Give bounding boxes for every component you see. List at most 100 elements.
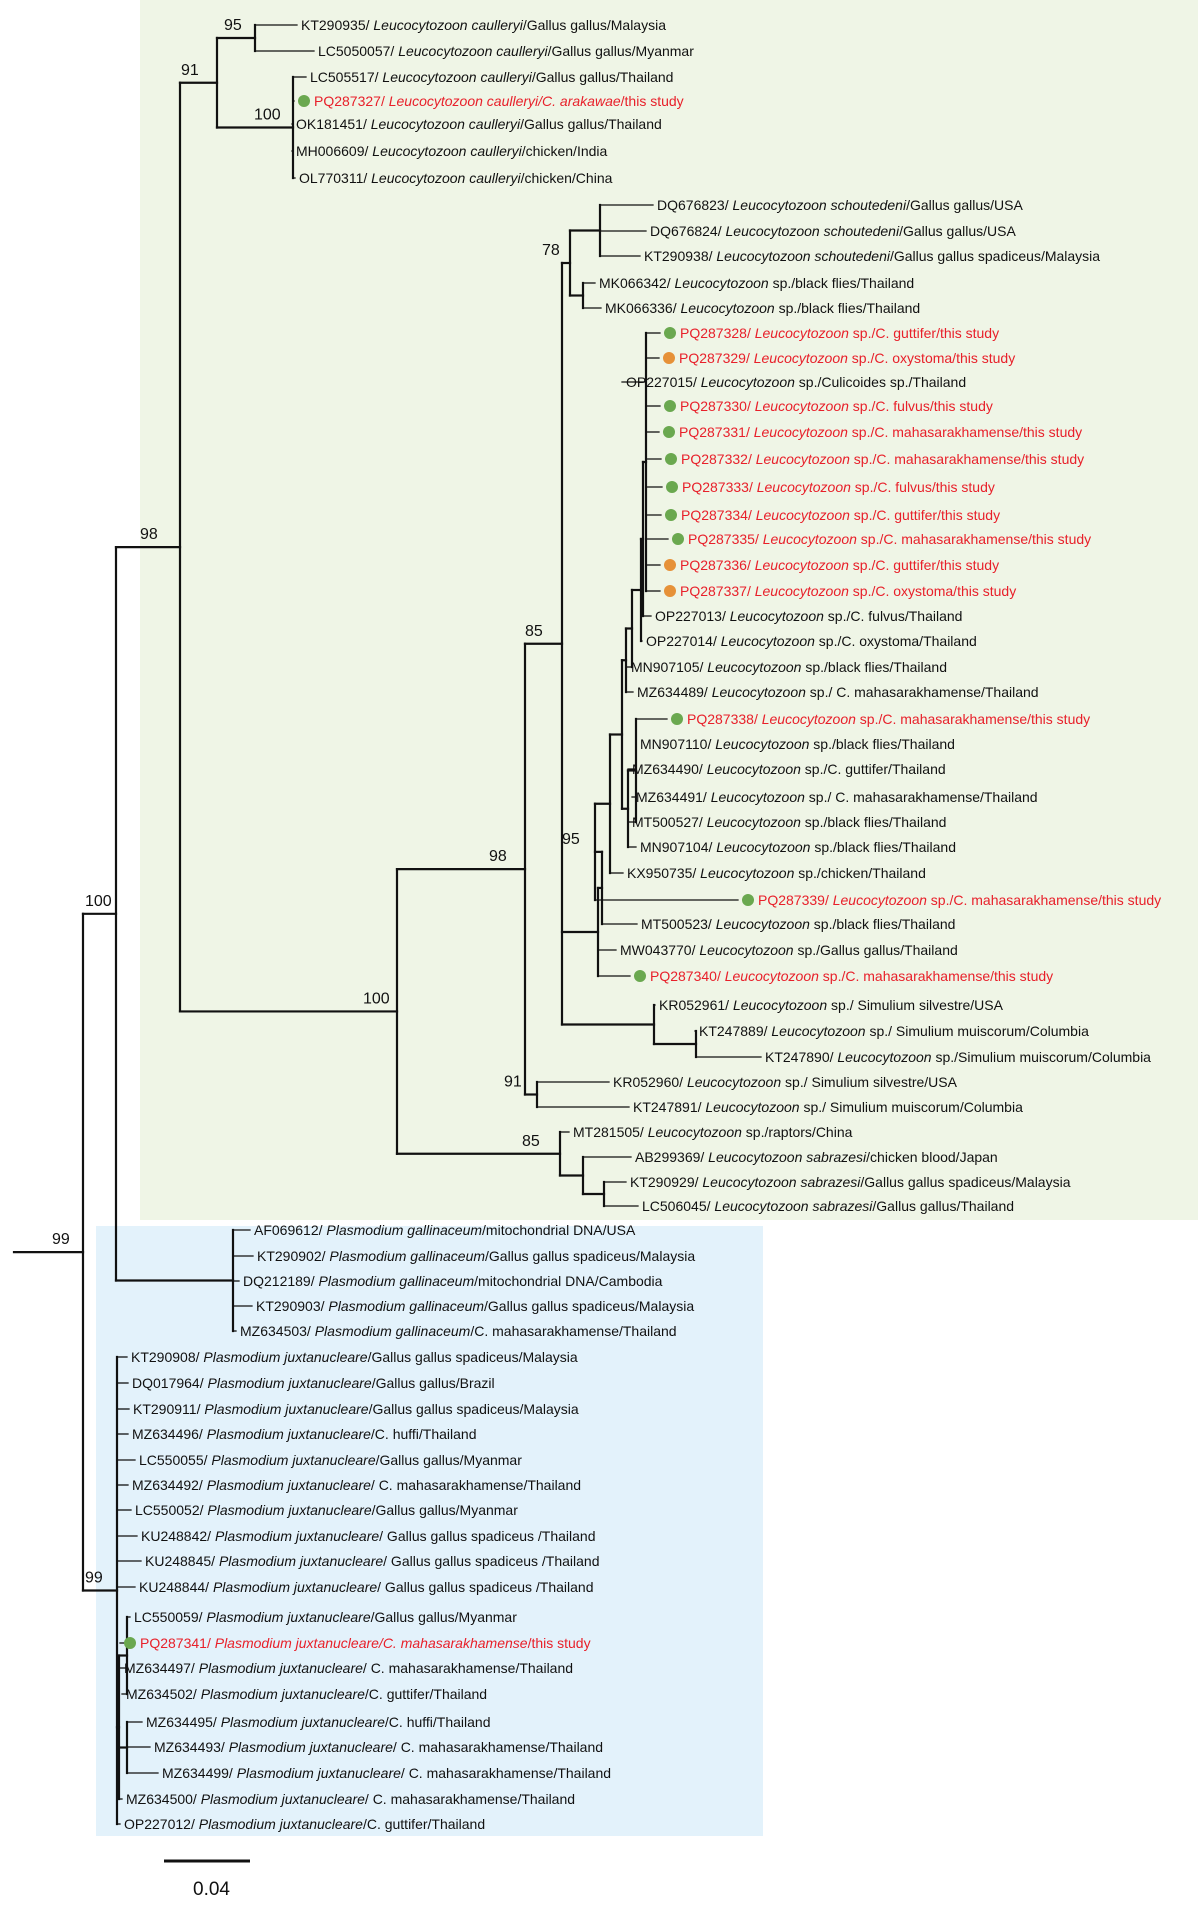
sample-marker-green [664,400,676,412]
sample-marker-green [634,970,646,982]
taxon-host-location: / Gallus gallus spadiceus /Thailand [383,1553,599,1569]
taxon-host-location: /Gallus gallus/USA [906,197,1023,213]
taxon-accession: PQ287327/ [314,93,389,109]
taxon-label: MH006609/ Leucocytozoon caulleryi/chicke… [296,143,608,159]
taxon-host-location: sp./ Simulium muiscorum/Columbia [800,1099,1023,1115]
taxon-accession: MT500527/ [632,814,707,830]
taxon-label: MK066336/ Leucocytozoon sp./black flies/… [605,300,920,316]
taxon-label: KX950735/ Leucocytozoon sp./chicken/Thai… [627,865,926,881]
taxon-label: MN907110/ Leucocytozoon sp./black flies/… [640,736,955,752]
taxon-host-location: sp./C. fulvus/this study [851,479,995,495]
taxon-accession: PQ287337/ [680,583,755,599]
taxon-host-location: /Gallus gallus/Myanmar [372,1502,519,1518]
taxon-host-location: /Gallus gallus spadiceus/Malaysia [860,1174,1070,1190]
taxon-label: PQ287336/ Leucocytozoon sp./C. guttifer/… [680,557,999,573]
taxon-host-location: /C. mahasarakhamense/Thailand [470,1323,676,1339]
sample-marker-green [742,894,754,906]
taxon-species: Leucocytozoon [711,789,805,805]
bootstrap-value: 91 [504,1074,522,1091]
taxon-accession: MK066342/ [599,275,675,291]
taxon-species: Plasmodium gallinaceum [328,1298,484,1314]
taxon-host-location: / C. mahasarakhamense/Thailand [371,1477,581,1493]
taxon-label: MW043770/ Leucocytozoon sp./Gallus gallu… [620,942,958,958]
taxon-label: MZ634496/ Plasmodium juxtanucleare/C. hu… [132,1426,477,1442]
scale-bar-label: 0.04 [193,1879,230,1900]
taxon-accession: DQ017964/ [132,1375,208,1391]
taxon-host-location: sp./black flies/Thailand [775,300,921,316]
taxon-species: Leucocytozoon caulleryi [373,17,523,33]
taxon-label: PQ287338/ Leucocytozoon sp./C. mahasarak… [687,711,1090,727]
taxon-host-location: / Gallus gallus spadiceus /Thailand [377,1579,593,1595]
taxon-label: LC550055/ Plasmodium juxtanucleare/Gallu… [139,1452,522,1468]
taxon-species: Leucocytozoon [681,300,775,316]
taxon-accession: KT247891/ [633,1099,705,1115]
taxon-label: MZ634492/ Plasmodium juxtanucleare/ C. m… [132,1477,581,1493]
taxon-host-location: sp./C. guttifer/this study [850,507,1000,523]
tree-branches [12,23,762,1826]
taxon-label: MN907105/ Leucocytozoon sp./black flies/… [631,659,947,675]
taxon-species: Plasmodium juxtanucleare [213,1579,377,1595]
taxon-accession: MH006609/ [296,143,372,159]
taxon-species: Leucocytozoon schoutedeni [726,223,900,239]
taxon-host-location: sp./C. oxystoma/this study [849,583,1016,599]
taxon-accession: AF069612/ [254,1222,326,1238]
taxon-species: Leucocytozoon [755,557,849,573]
taxon-host-location: /Gallus gallus/USA [899,223,1016,239]
taxon-species: Leucocytozoon caulleryi [371,170,521,186]
taxon-accession: PQ287340/ [650,968,725,984]
sample-marker-green [665,453,677,465]
bootstrap-value: 100 [363,990,390,1007]
plasmodium-clade-background [96,1226,763,1836]
taxon-species: Leucocytozoon [716,916,810,932]
taxon-host-location: sp./C. mahasarakhamense/this study [927,892,1161,908]
taxon-label: MN907104/ Leucocytozoon sp./black flies/… [640,839,956,855]
taxon-host-location: sp./black flies/Thailand [809,736,955,752]
taxon-host-location: sp./C. mahasarakhamense/this study [848,424,1082,440]
taxon-host-location: sp./ C. mahasarakhamense/Thailand [805,789,1038,805]
taxon-host-location: /Gallus gallus/Malaysia [523,17,666,33]
taxon-accession: KR052960/ [613,1074,687,1090]
taxon-label: DQ676823/ Leucocytozoon schoutedeni/Gall… [657,197,1023,213]
taxon-host-location: /C. huffi/Thailand [385,1714,491,1730]
taxon-species: Plasmodium juxtanucleare [208,1375,372,1391]
taxon-species: Leucocytozoon sabrazesi [714,1198,873,1214]
taxon-host-location: sp./Gallus gallus/Thailand [794,942,958,958]
taxon-accession: PQ287330/ [680,398,755,414]
taxon-label: LC505517/ Leucocytozoon caulleryi/Gallus… [310,69,673,85]
taxon-label: KT247890/ Leucocytozoon sp./Simulium mui… [765,1049,1151,1065]
taxon-accession: PQ287334/ [681,507,756,523]
taxon-accession: MZ634496/ [132,1426,207,1442]
taxon-species: Plasmodium juxtanucleare [204,1401,368,1417]
taxon-accession: MZ634500/ [126,1791,201,1807]
taxon-accession: PQ287333/ [682,479,757,495]
taxon-accession: KT290938/ [644,248,716,264]
taxon-accession: KT290935/ [301,17,373,33]
taxon-label: MZ634491/ Leucocytozoon sp./ C. mahasara… [636,789,1038,805]
taxon-host-location: sp./black flies/Thailand [801,814,947,830]
taxon-species: Leucocytozoon [733,997,827,1013]
taxon-label: KT290903/ Plasmodium gallinaceum/Gallus … [256,1298,694,1314]
taxon-species: Plasmodium juxtanucleare [206,1609,370,1625]
taxon-accession: PQ287338/ [687,711,762,727]
taxon-accession: MZ634503/ [240,1323,315,1339]
taxon-species: Plasmodium juxtanucleare [207,1502,371,1518]
taxon-label: OP227014/ Leucocytozoon sp./C. oxystoma/… [646,633,977,649]
taxon-host-location: sp./ Simulium silvestre/USA [781,1074,957,1090]
taxon-species: Plasmodium juxtanucleare [199,1816,363,1832]
taxon-species: Plasmodium juxtanucleare [207,1477,371,1493]
taxon-host-location: /Gallus gallus spadiceus/Malaysia [485,1248,695,1264]
taxon-species: Leucocytozoon caulleryi [372,143,522,159]
sample-marker-orange [664,559,676,571]
bootstrap-value: 85 [525,623,543,640]
taxon-accession: MW043770/ [620,942,699,958]
taxon-accession: LC550055/ [139,1452,211,1468]
taxon-species: Plasmodium juxtanucleare [201,1686,365,1702]
taxon-label: DQ212189/ Plasmodium gallinaceum/mitocho… [243,1273,663,1289]
taxon-accession: MN907105/ [631,659,707,675]
sample-marker-green [124,1637,136,1649]
taxon-species: Plasmodium juxtanucleare [221,1714,385,1730]
taxon-host-location: sp./C. mahasarakhamense/this study [850,451,1084,467]
taxon-accession: KT247889/ [699,1023,771,1039]
taxon-host-location: sp./C. guttifer/this study [849,557,999,573]
taxon-label: MK066342/ Leucocytozoon sp./black flies/… [599,275,914,291]
